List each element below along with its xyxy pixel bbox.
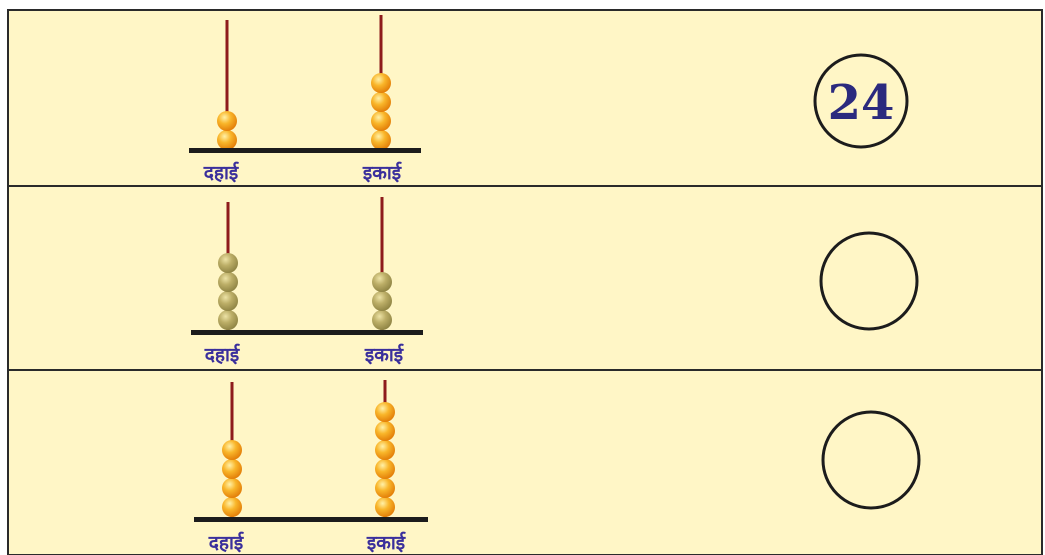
abacus-bead (375, 459, 395, 479)
row-3-panel (7, 369, 1043, 555)
abacus-row-2: दहाई इकाई (7, 185, 1043, 371)
row-2-ones-label: इकाई (364, 343, 404, 366)
row-2-ones-beads (372, 272, 392, 330)
row-1-tens-label: दहाई (203, 161, 239, 184)
abacus-row-3: दहाई इकाई (7, 369, 1043, 555)
abacus-bead (375, 478, 395, 498)
abacus-bead (218, 310, 238, 330)
abacus-bead (217, 130, 237, 150)
abacus-bead (222, 440, 242, 460)
row-1-abacus-base (189, 148, 421, 153)
row-2-tens-label: दहाई (204, 343, 240, 366)
row-1-answer: 24 (828, 75, 895, 131)
abacus-bead (222, 478, 242, 498)
abacus-bead (222, 497, 242, 517)
abacus-bead (371, 130, 391, 150)
abacus-bead (375, 402, 395, 422)
abacus-bead (218, 272, 238, 292)
abacus-bead (375, 421, 395, 441)
row-2-abacus-base (191, 330, 423, 335)
abacus-bead (375, 440, 395, 460)
abacus-bead (222, 459, 242, 479)
abacus-bead (371, 92, 391, 112)
row-3-tens-label: दहाई (208, 531, 244, 554)
row-1-answer-circle[interactable] (813, 53, 909, 149)
abacus-row-1: दहाई इकाई 24 (7, 9, 1043, 187)
row-1-ones-beads (371, 73, 391, 150)
abacus-bead (218, 253, 238, 273)
row-1-ones-label: इकाई (362, 161, 402, 184)
abacus-bead (217, 111, 237, 131)
abacus-bead (372, 291, 392, 311)
abacus-bead (371, 111, 391, 131)
abacus-bead (375, 497, 395, 517)
row-2-answer-circle[interactable] (819, 231, 919, 331)
row-1-tens-beads (217, 111, 237, 150)
row-3-tens-beads (222, 440, 242, 517)
row-2-tens-beads (218, 253, 238, 330)
row-1-panel (7, 9, 1043, 187)
row-3-ones-label: इकाई (366, 531, 406, 554)
row-3-answer-circle[interactable] (821, 410, 921, 510)
row-3-abacus-base (194, 517, 428, 522)
abacus-bead (218, 291, 238, 311)
abacus-bead (372, 272, 392, 292)
abacus-bead (372, 310, 392, 330)
row-3-ones-beads (375, 402, 395, 517)
abacus-bead (371, 73, 391, 93)
row-2-panel (7, 185, 1043, 371)
